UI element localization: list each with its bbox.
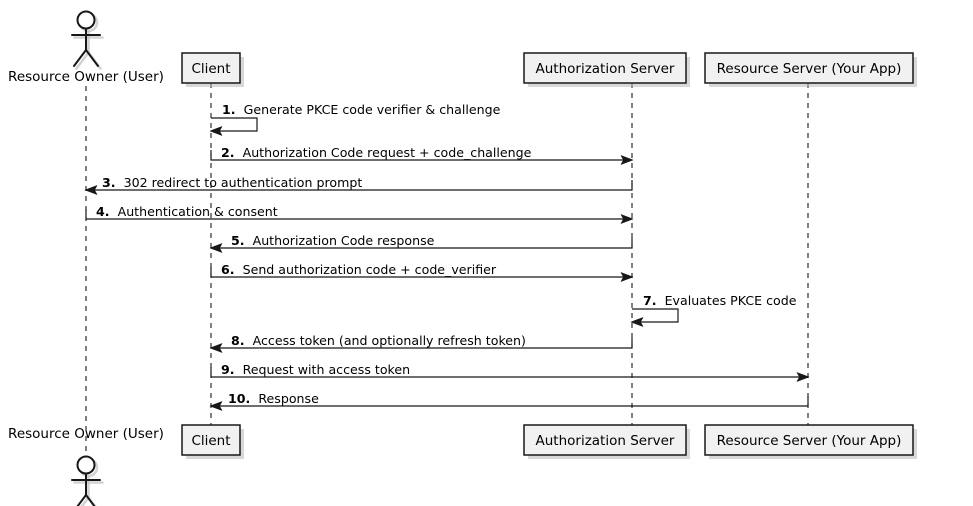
message-3-arrow-line [91,180,633,191]
message-5-arrow-line [216,238,633,249]
actor-head-icon [76,455,96,475]
message-10[interactable]: 10. Response [209,391,809,411]
message-9-label: 9. Request with access token [221,362,410,377]
message-3-text: 302 redirect to authentication prompt [124,175,363,190]
participant-label-client-bottom: Client [191,433,230,449]
message-6[interactable]: 6. Send authorization code + code_verifi… [210,262,634,282]
message-1-arrowhead [209,126,223,136]
message-5-number: 5. [231,233,245,248]
message-6-label: 6. Send authorization code + code_verifi… [221,262,497,277]
participant-box-client-bottom[interactable]: Client [181,424,244,459]
message-9-number: 9. [221,362,235,377]
message-10-text: Response [258,391,319,406]
message-10-arrowhead [209,401,223,411]
participant-box-client-top[interactable]: Client [181,52,244,87]
message-7-text: Evaluates PKCE code [665,293,797,308]
message-1-number: 1. [222,102,236,117]
message-1-arrow-line [211,117,258,132]
message-5-label: 5. Authorization Code response [231,233,435,248]
participant-label-client-top: Client [191,61,230,77]
message-1-label: 1. Generate PKCE code verifier & challen… [222,102,501,117]
participant-box-authorization-server-top[interactable]: Authorization Server [523,52,690,87]
actor-label-resource-owner-top: Resource Owner (User) [8,69,164,85]
message-3-label: 3. 302 redirect to authentication prompt [102,175,362,190]
message-7-arrowhead [630,317,644,327]
participant-label-authorization-server-bottom: Authorization Server [536,433,675,449]
message-8-text: Access token (and optionally refresh tok… [253,333,526,348]
message-10-arrow-line [216,396,809,407]
message-6-number: 6. [221,262,235,277]
message-5-text: Authorization Code response [253,233,435,248]
message-9-arrow-line [210,367,804,378]
message-8-number: 8. [231,333,245,348]
message-2-arrow-line [210,150,628,161]
message-9-arrowhead [796,372,810,382]
message-8-arrowhead [209,343,223,353]
message-7-number: 7. [643,293,657,308]
message-4-number: 4. [96,204,110,219]
message-2[interactable]: 2. Authorization Code request + code_cha… [210,145,634,165]
participant-header-boxes: Client Authorization Server Resource Ser… [181,52,917,87]
message-2-number: 2. [221,145,235,160]
participant-label-resource-server-top: Resource Server (Your App) [717,61,902,77]
message-4-text: Authentication & consent [118,204,278,219]
message-1[interactable]: 1. Generate PKCE code verifier & challen… [209,102,501,136]
participant-label-resource-server-bottom: Resource Server (Your App) [717,433,902,449]
actor-resource-owner-top: Resource Owner (User) [8,10,164,85]
message-7-label: 7. Evaluates PKCE code [643,293,797,308]
message-8-arrow-line [216,338,633,349]
actor-head-icon [76,10,96,30]
message-4-arrowhead [620,214,634,224]
message-6-arrow-line [210,267,628,278]
message-8-label: 8. Access token (and optionally refresh … [231,333,526,348]
message-4-label: 4. Authentication & consent [96,204,278,219]
participant-box-resource-server-bottom[interactable]: Resource Server (Your App) [704,424,917,459]
actor-resource-owner-bottom: Resource Owner (User) [8,426,164,506]
participant-box-resource-server-top[interactable]: Resource Server (Your App) [704,52,917,87]
message-7-arrow-line [632,308,679,323]
message-1-text: Generate PKCE code verifier & challenge [244,102,501,117]
message-3-number: 3. [102,175,116,190]
message-6-arrowhead [620,272,634,282]
message-5[interactable]: 5. Authorization Code response [209,233,633,253]
message-10-label: 10. Response [228,391,319,406]
message-7[interactable]: 7. Evaluates PKCE code [630,293,797,327]
message-3-arrowhead [84,185,98,195]
message-6-text: Send authorization code + code_verifier [243,262,497,277]
participant-footer-boxes: Client Authorization Server Resource Ser… [181,424,917,459]
message-2-arrowhead [620,155,634,165]
participant-label-authorization-server-top: Authorization Server [536,61,675,77]
participant-box-authorization-server-bottom[interactable]: Authorization Server [523,424,690,459]
message-9-text: Request with access token [243,362,411,377]
message-2-text: Authorization Code request + code_challe… [243,145,532,160]
message-3[interactable]: 3. 302 redirect to authentication prompt [84,175,633,195]
message-4-arrow-line [85,209,628,220]
message-9[interactable]: 9. Request with access token [210,362,810,382]
message-8[interactable]: 8. Access token (and optionally refresh … [209,333,633,353]
message-2-label: 2. Authorization Code request + code_cha… [221,145,532,160]
message-10-number: 10. [228,391,250,406]
message-4[interactable]: 4. Authentication & consent [85,204,634,224]
message-5-arrowhead [209,243,223,253]
actor-label-resource-owner-bottom: Resource Owner (User) [8,426,164,442]
